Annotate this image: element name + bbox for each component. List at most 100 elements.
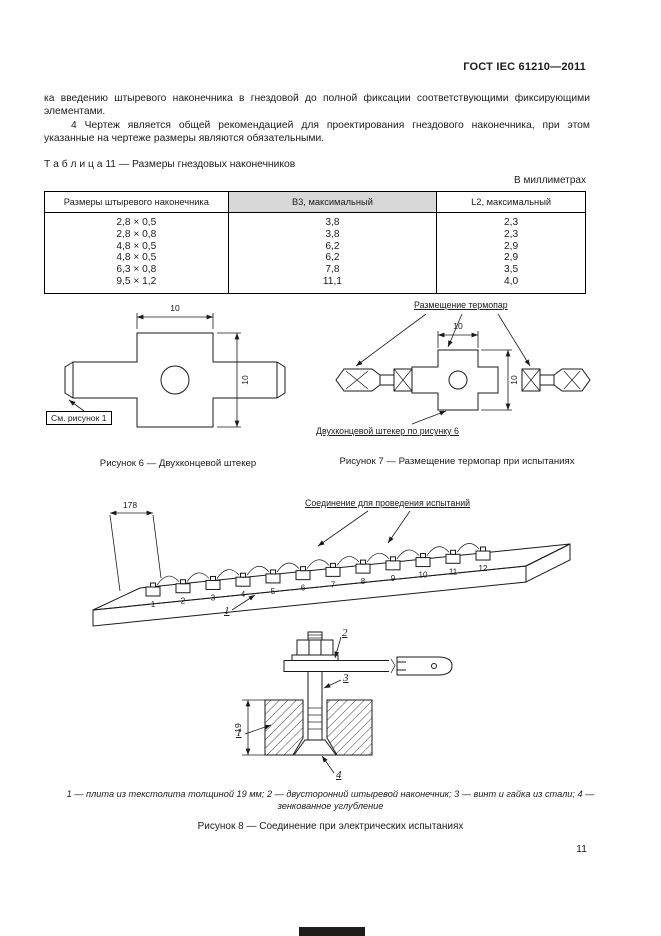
thickness-dimension: 19 [233, 699, 265, 756]
terminal-tab [210, 575, 216, 581]
terminal-block [415, 557, 431, 568]
test-wire [426, 546, 450, 556]
terminal-block [145, 586, 161, 597]
test-wire [276, 562, 300, 573]
cell: 2,8 × 0,8 [44, 228, 229, 241]
plug-reference-label: Двухконцевой штекер по рисунку 6 [316, 426, 459, 436]
cell: 6,3 × 0,8 [44, 264, 229, 276]
dimensions-table: Размеры штыревого наконечника В3, максим… [44, 191, 586, 294]
figure6-caption: Рисунок 6 — Двухконцевой штекер [99, 458, 257, 469]
test-wire [156, 575, 180, 586]
table-row: 4,8 × 0,5 6,2 2,9 [44, 240, 586, 253]
dim-height-value: 10 [240, 375, 250, 385]
terminal-tab [480, 546, 486, 552]
cell: 4,8 × 0,5 [44, 240, 229, 253]
position-number: 9 [391, 574, 396, 583]
table-row: 6,3 × 0,8 7,8 3,5 [44, 264, 586, 276]
connection-label-leaders [317, 510, 411, 547]
width-dimension: 10 [437, 321, 479, 348]
terminal-tab [450, 549, 456, 555]
plate-callout-leader [231, 594, 256, 611]
left-thermocouple [335, 368, 413, 392]
test-wire [366, 552, 390, 563]
height-dimension: 10 [481, 349, 519, 411]
cell: 2,3 [436, 212, 586, 229]
position-number: 4 [241, 590, 246, 599]
column-header: В3, максимальный [227, 191, 438, 213]
position-number: 8 [361, 577, 366, 586]
nut-and-washer [291, 639, 339, 661]
cell: 6,2 [227, 252, 438, 265]
callout-terminal: 2 [342, 627, 348, 639]
center-hole [448, 370, 468, 390]
width-dimension: 10 [136, 303, 214, 329]
terminal-block [355, 563, 371, 574]
cell: 9,5 × 1,2 [44, 275, 229, 294]
position-number: 1 [151, 600, 156, 609]
textolite-plate [92, 543, 571, 627]
body-paragraph-1: ка введению штыревого наконечника в гнез… [44, 93, 590, 117]
cell: 3,8 [227, 228, 438, 241]
terminal-tab [360, 559, 366, 565]
cell: 2,9 [436, 252, 586, 265]
scan-artifact [299, 927, 365, 936]
table-units-note: В миллиметрах [514, 175, 586, 186]
callout-screw: 3 [343, 672, 349, 684]
terminal-tab [270, 569, 276, 575]
screw-head [293, 739, 337, 756]
cell: 6,2 [227, 240, 438, 253]
callout-leaders [244, 636, 342, 774]
cell: 7,8 [227, 264, 438, 276]
position-number: 6 [301, 584, 306, 593]
terminal-block [325, 566, 341, 577]
column-header: Размеры штыревого наконечника [44, 191, 229, 213]
test-wire [336, 556, 360, 566]
double-ended-plug-outline [64, 332, 286, 428]
figure8-section-drawing: 19 [233, 631, 453, 774]
plug-body [411, 349, 499, 411]
terminal-block [265, 573, 281, 584]
terminal-tab [180, 579, 186, 585]
test-wire [186, 572, 210, 582]
position-number: 5 [271, 587, 276, 596]
terminal-block [475, 550, 491, 561]
center-hole [160, 365, 190, 395]
terminal-tab [150, 582, 156, 588]
body-paragraph-2: 4 Чертеж является общей рекомендацией дл… [44, 120, 590, 144]
page-header: ГОСТ IEC 61210—2011 [463, 61, 586, 73]
figure8-section: 19 2 3 1 4 [190, 628, 480, 788]
cell: 2,9 [436, 240, 586, 253]
dim-width-value: 10 [170, 303, 180, 313]
terminal-block [205, 579, 221, 590]
plug-leader [411, 410, 447, 425]
cell: 3,8 [227, 212, 438, 229]
receptacle-connector [396, 656, 453, 676]
figure6: 10 10 См. рисунок 1 Рисунок 6 — Двухконц… [40, 300, 316, 469]
test-wire [306, 559, 330, 569]
dim-length-value: 178 [123, 500, 137, 510]
callout-countersink: 4 [336, 769, 342, 781]
terminal-tab [300, 566, 306, 572]
terminal-tab [240, 572, 246, 578]
height-dimension: 10 [217, 332, 250, 428]
reference-leader [68, 399, 85, 412]
position-number: 3 [211, 593, 216, 602]
figure6-drawing: 10 10 [64, 303, 286, 428]
cell: 2,8 × 0,5 [44, 212, 229, 229]
table-row: 4,8 × 0,5 6,2 2,9 [44, 252, 586, 265]
thermocouple-leaders [355, 313, 531, 367]
right-thermocouple [521, 368, 591, 392]
terminal-block [295, 570, 311, 581]
column-header: L2, максимальный [436, 191, 586, 213]
figure7: 10 10 Размещение термопар Двухконцевой ш… [316, 298, 598, 467]
callout-plate-section: 1 [236, 727, 242, 739]
table-row: 2,8 × 0,5 3,8 2,3 [44, 212, 586, 229]
test-wire [246, 566, 270, 576]
figure7-drawing: 10 10 [335, 313, 591, 425]
terminal-block [175, 583, 191, 594]
terminal-tab [390, 556, 396, 562]
callout-plate: 1 [224, 605, 230, 617]
position-number: 2 [181, 597, 186, 606]
